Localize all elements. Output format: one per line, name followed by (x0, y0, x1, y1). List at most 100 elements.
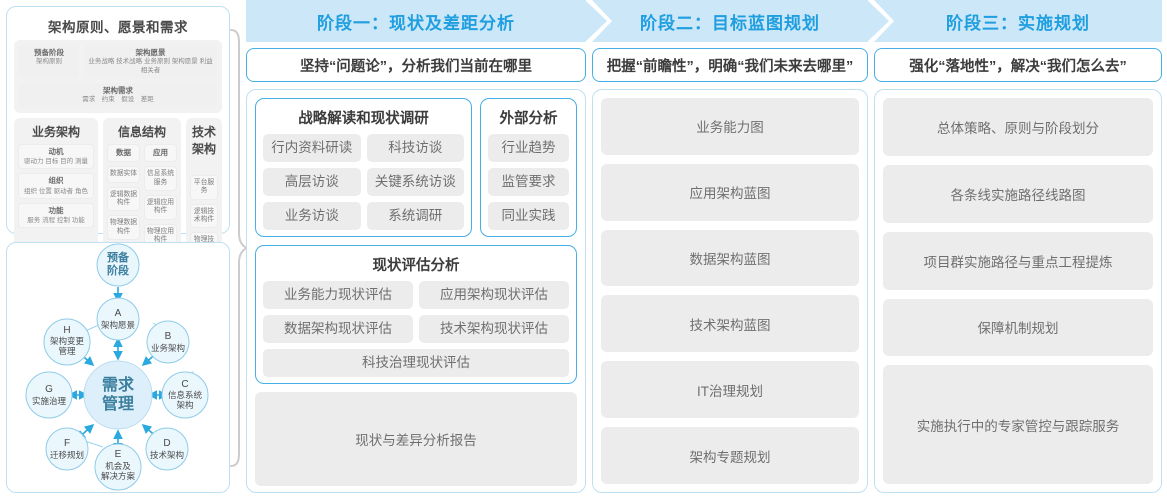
svg-text:F: F (64, 438, 70, 449)
togaf-col-information: 信息结构 数据 数据实体 逻辑数据构件 物理数据构件 应用 信息系统服务 逻辑应… (103, 117, 181, 262)
phase-2-header-text: 阶段二：目标蓝图规划 (640, 13, 820, 33)
deliverable-item[interactable]: 保障机制规划 (883, 298, 1153, 357)
chip-item[interactable]: 行业趋势 (488, 134, 569, 162)
phase-2-subheader: 把握“前瞻性”，明确“我们未来去哪里” (592, 48, 868, 82)
togaf-mini-app-head: 应用 (144, 143, 177, 163)
svg-text:技术架构: 技术架构 (150, 450, 184, 460)
togaf-item-organization: 组织 组织 位置 驱动者 角色 (18, 173, 94, 199)
phase-1-body: 战略解读和现状调研 行内资料研读 科技访谈 高层访谈 关键系统访谈 业务访谈 系… (246, 89, 586, 493)
togaf-col-technology: 技术架构 平台服务 逻辑技术构件 物理技术构件 (186, 117, 222, 262)
item-head: 组织 (48, 176, 64, 186)
card-current-state-assessment[interactable]: 现状评估分析 业务能力现状评估 应用架构现状评估 数据架构现状评估 技术架构现状… (255, 245, 577, 384)
togaf-subcol-application: 应用 信息系统服务 逻辑应用构件 物理应用构件 (144, 143, 177, 249)
deliverable-item[interactable]: 总体策略、原则与阶段划分 (883, 98, 1153, 156)
svg-text:迁移规划: 迁移规划 (50, 450, 84, 460)
adm-center-line2: 管理 (102, 394, 134, 413)
deliverable-item[interactable]: 项目群实施路径与重点工程提炼 (883, 231, 1153, 290)
chevron-right-icon (867, 0, 889, 42)
card-chip-list: 业务能力现状评估 应用架构现状评估 数据架构现状评估 技术架构现状评估 科技治理… (263, 281, 569, 377)
phase-3-header-text: 阶段三：实施规划 (946, 13, 1090, 33)
chip-item[interactable]: 科技治理现状评估 (263, 349, 569, 377)
togaf-subcol-data: 数据 数据实体 逻辑数据构件 物理数据构件 (107, 143, 140, 249)
togaf-architecture-columns: 业务架构 动机 驱动力 目标 目的 测量 组织 组织 位置 驱动者 角色 功能 … (14, 117, 222, 262)
card-title: 外部分析 (499, 111, 558, 127)
brace-connector-icon (230, 29, 248, 467)
chip-item[interactable]: 同业实践 (488, 202, 569, 230)
adm-cycle-panel: 需求 管理 预备 阶段 A 架构愿景 B 业务架构 C 信息系统 架构 (6, 242, 230, 493)
chip-item[interactable]: 关键系统访谈 (366, 168, 464, 196)
phase-3-header: 阶段三：实施规划 (874, 0, 1162, 42)
cell-sub: 架构原则 (36, 58, 62, 66)
togaf-mini-data-2: 物理数据构件 (107, 215, 140, 241)
deliverable-item[interactable]: 业务能力图 (601, 98, 859, 155)
chip-item[interactable]: 技术架构现状评估 (419, 315, 569, 343)
togaf-row-1: 预备阶段 架构原则 架构愿景 业务战略 技术战略 业务原则 架构愿景 利益相关者 (19, 45, 217, 79)
item-head: 动机 (48, 146, 64, 156)
deliverable-item[interactable]: 应用架构蓝图 (601, 163, 859, 221)
chip-item[interactable]: 数据架构现状评估 (263, 315, 413, 343)
deliverable-item[interactable]: 架构专题规划 (601, 427, 859, 484)
togaf-mini-app-1: 逻辑应用构件 (144, 195, 177, 220)
togaf-mini-data-head: 数据 (107, 143, 140, 163)
svg-text:A: A (115, 308, 122, 319)
chip-item[interactable]: 系统调研 (366, 202, 464, 230)
adm-center-line1: 需求 (102, 375, 135, 394)
svg-text:预备: 预备 (107, 250, 130, 264)
chip-item[interactable]: 应用架构现状评估 (419, 281, 569, 309)
svg-text:业务架构: 业务架构 (151, 343, 185, 353)
card-title: 现状评估分析 (372, 258, 460, 274)
cell-head: 预备阶段 (34, 48, 64, 57)
chip-item[interactable]: 科技访谈 (366, 134, 464, 162)
togaf-panel-title: 架构原则、愿景和需求 (48, 20, 188, 35)
chip-item[interactable]: 行内资料研读 (263, 134, 361, 162)
col-head: 技术架构 (191, 124, 216, 156)
svg-text:阶段: 阶段 (107, 263, 129, 277)
svg-text:架构: 架构 (176, 400, 193, 410)
phase-1-report-block[interactable]: 现状与差异分析报告 (255, 392, 577, 486)
item-head: 功能 (48, 205, 64, 215)
deliverable-item[interactable]: IT治理规划 (601, 361, 859, 419)
cell-head: 架构愿景 (135, 48, 166, 57)
svg-text:信息系统: 信息系统 (168, 390, 203, 400)
phase-2-body: 业务能力图 应用架构蓝图 数据架构蓝图 技术架构蓝图 IT治理规划 架构专题规划 (592, 89, 868, 493)
svg-text:解决方案: 解决方案 (101, 471, 136, 481)
col-head: 信息结构 (117, 124, 166, 139)
phase-2-header: 阶段二：目标蓝图规划 (592, 0, 889, 42)
mini-head: 应用 (153, 147, 168, 157)
cell-sub: 业务战略 技术战略 业务原则 架构愿景 利益相关者 (88, 58, 213, 74)
phase-3-body: 总体策略、原则与阶段划分 各条线实施路径线路图 项目群实施路径与重点工程提炼 保… (874, 89, 1162, 493)
svg-text:G: G (45, 384, 53, 395)
deliverable-item[interactable]: 实施执行中的专家管控与跟踪服务 (883, 365, 1153, 484)
chip-item[interactable]: 业务能力现状评估 (263, 281, 413, 309)
item-sub: 服务 流程 控制 功能 (27, 217, 85, 225)
togaf-row-2: 架构需求 需求 约束 假设 差距 (19, 82, 217, 108)
item-sub: 组织 位置 驱动者 角色 (24, 187, 88, 195)
left-reference-column: 架构原则、愿景和需求 预备阶段 架构原则 架构愿景 业务战略 技术战略 业务原则… (6, 6, 230, 493)
chip-item[interactable]: 业务访谈 (263, 202, 361, 230)
card-chip-list: 行业趋势 监管要求 同业实践 (488, 134, 569, 230)
card-chip-list: 行内资料研读 科技访谈 高层访谈 关键系统访谈 业务访谈 系统调研 (263, 134, 464, 230)
deliverable-item[interactable]: 技术架构蓝图 (601, 295, 859, 353)
togaf-item-motivation: 动机 驱动力 目标 目的 测量 (18, 143, 94, 170)
togaf-cell-preliminary: 预备阶段 架构原则 (19, 45, 79, 79)
svg-text:管理: 管理 (58, 346, 76, 356)
svg-text:D: D (163, 438, 170, 449)
phase-3-column: 阶段三：实施规划 强化“落地性”，解决“我们怎么去” 总体策略、原则与阶段划分 … (874, 0, 1162, 493)
deliverable-item[interactable]: 各条线实施路径线路图 (883, 164, 1153, 223)
deliverable-item[interactable]: 数据架构蓝图 (601, 229, 859, 287)
chip-item[interactable]: 高层访谈 (263, 168, 361, 196)
card-external-analysis[interactable]: 外部分析 行业趋势 监管要求 同业实践 (480, 98, 577, 237)
svg-text:实施治理: 实施治理 (32, 396, 67, 406)
togaf-info-subcolumns: 数据 数据实体 逻辑数据构件 物理数据构件 应用 信息系统服务 逻辑应用构件 物… (107, 143, 177, 249)
svg-text:机会及: 机会及 (105, 461, 131, 471)
cell-head: 架构需求 (103, 85, 133, 95)
togaf-col-business: 业务架构 动机 驱动力 目标 目的 测量 组织 组织 位置 驱动者 角色 功能 … (14, 117, 98, 262)
cell-sub: 需求 约束 假设 差距 (82, 95, 154, 103)
svg-text:B: B (165, 331, 172, 342)
togaf-requirements-group: 预备阶段 架构原则 架构愿景 业务战略 技术战略 业务原则 架构愿景 利益相关者… (14, 40, 222, 113)
adm-cycle-svg: 需求 管理 预备 阶段 A 架构愿景 B 业务架构 C 信息系统 架构 (25, 243, 209, 491)
card-strategy-research[interactable]: 战略解读和现状调研 行内资料研读 科技访谈 高层访谈 关键系统访谈 业务访谈 系… (255, 98, 472, 237)
togaf-mini-app-0: 信息系统服务 (144, 166, 177, 191)
chip-item[interactable]: 监管要求 (488, 168, 569, 196)
card-title: 战略解读和现状调研 (298, 111, 429, 127)
